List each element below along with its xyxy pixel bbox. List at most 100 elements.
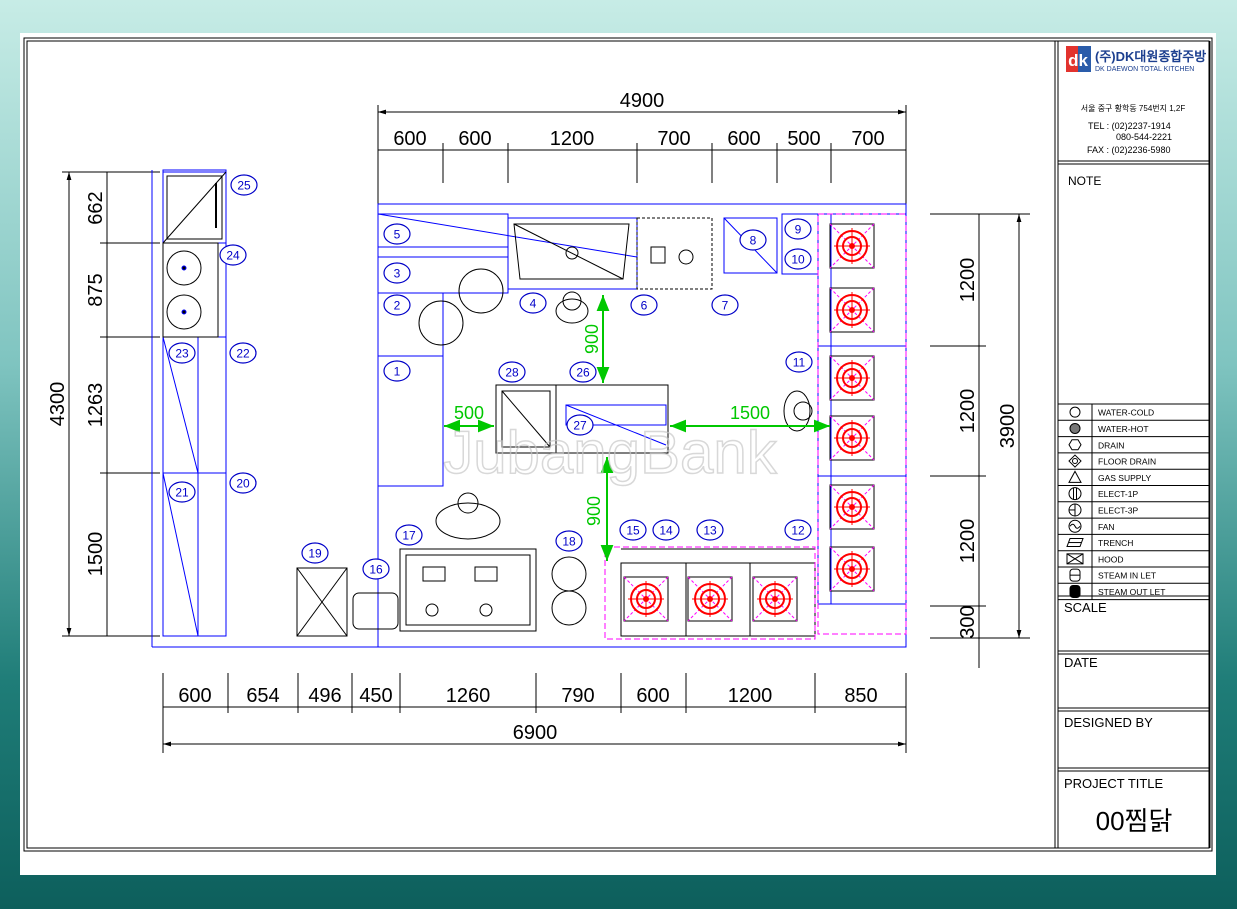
dim-left-total: 4300 [47, 382, 69, 427]
steam-in-let-icon [1069, 568, 1081, 582]
item-number: 13 [703, 524, 717, 538]
item-number: 5 [394, 228, 401, 242]
item-balloon: 4 [519, 292, 547, 314]
dim-top-1: 600 [458, 128, 491, 150]
scale-label: SCALE [1064, 600, 1107, 615]
clearance-labels: 900 500 1500 900 [454, 324, 770, 526]
clearance-label-2: 1500 [730, 403, 770, 423]
outer-border [23, 37, 1213, 852]
item-number: 22 [236, 347, 250, 361]
floor-drain-icon [1068, 454, 1082, 468]
item-number: 16 [369, 563, 383, 577]
date-label: DATE [1064, 655, 1098, 670]
dim-top-4: 600 [727, 128, 760, 150]
water-hot-icon [1069, 422, 1081, 434]
project-title: 00찜닭 [1096, 806, 1173, 836]
legend-label: TRENCH [1098, 538, 1133, 548]
burner-icon [752, 576, 798, 622]
item-balloon: 10 [784, 248, 812, 270]
dim-bottom-6: 600 [636, 685, 669, 707]
legend-label: GAS SUPPLY [1098, 473, 1152, 483]
item-number: 10 [791, 253, 805, 267]
dim-bottom-3: 450 [359, 685, 392, 707]
item-balloon: 20 [229, 472, 257, 494]
item-balloon: 2 [383, 294, 411, 316]
legend-label: FLOOR DRAIN [1098, 457, 1156, 467]
company-address: 서울 중구 황학동 754번지 1,2F [1081, 103, 1186, 113]
item-number: 19 [308, 547, 322, 561]
item-balloon: 9 [784, 218, 812, 240]
legend-label: WATER-COLD [1098, 408, 1154, 418]
item-number: 26 [576, 366, 590, 380]
item-balloon: 17 [395, 524, 423, 546]
item-number: 7 [722, 299, 729, 313]
item-balloon: 12 [784, 519, 812, 541]
item-balloon: 13 [696, 519, 724, 541]
company-name: (주)DK대원종합주방 [1095, 49, 1206, 64]
company-tel2: 080-544-2221 [1116, 132, 1172, 142]
item-number: 8 [750, 234, 757, 248]
item-number: 3 [394, 267, 401, 281]
item-balloon: 24 [219, 244, 247, 266]
item-number: 14 [659, 524, 673, 538]
watermark: JubangBank [443, 419, 778, 486]
item-number: 23 [175, 347, 189, 361]
trench-icon [1066, 538, 1084, 548]
item-number: 11 [793, 356, 806, 370]
burner-icon [829, 415, 875, 461]
item-balloon: 6 [630, 294, 658, 316]
dim-bottom-4: 1260 [446, 685, 491, 707]
fan-icon [1068, 519, 1082, 533]
drawing-sheet: dk (주)DK대원종합주방 DK DAEWON TOTAL KITCHEN 서… [20, 33, 1216, 875]
logo-mark: dk [1068, 51, 1088, 70]
clearance-arrows [444, 295, 830, 561]
item-number: 27 [573, 419, 587, 433]
left-wall-counter [162, 169, 227, 637]
dim-bottom-1: 654 [246, 685, 279, 707]
dimension-labels: 4900 600 600 1200 700 600 500 700 600 65… [47, 90, 1019, 744]
burner-icon [623, 576, 669, 622]
burner-icon [829, 287, 875, 333]
project-title-label: PROJECT TITLE [1064, 776, 1164, 791]
legend-label: ELECT-3P [1098, 505, 1138, 515]
dim-bottom-7: 1200 [728, 685, 773, 707]
item-balloon: 1 [383, 360, 411, 382]
item-number: 17 [402, 529, 416, 543]
item-balloon: 21 [168, 481, 196, 503]
item-number: 2 [394, 299, 401, 313]
dim-bottom-total: 6900 [513, 722, 558, 744]
kitchen-layout-drawing: dk (주)DK대원종합주방 DK DAEWON TOTAL KITCHEN 서… [23, 37, 1213, 852]
elect-3p-icon [1068, 503, 1082, 517]
item-balloon: 27 [566, 414, 594, 436]
legend-label: FAN [1098, 522, 1115, 532]
dim-bottom-5: 790 [561, 685, 594, 707]
item-balloon: 11 [785, 351, 813, 373]
dim-left-3: 1500 [85, 532, 107, 577]
item-balloon: 7 [711, 294, 739, 316]
item-number: 25 [237, 179, 251, 193]
dim-right-total: 3900 [997, 404, 1019, 449]
item-number: 4 [530, 297, 537, 311]
dim-right-2: 1200 [957, 519, 979, 564]
dim-bottom-2: 496 [308, 685, 341, 707]
floor-plan [151, 169, 907, 648]
item-number: 21 [175, 486, 189, 500]
item-number: 15 [626, 524, 640, 538]
note-label: NOTE [1068, 174, 1101, 188]
burner-icon [687, 576, 733, 622]
dim-bottom-8: 850 [844, 685, 877, 707]
item-number: 12 [791, 524, 805, 538]
company-fax: FAX : (02)2236-5980 [1087, 145, 1171, 155]
legend-label: DRAIN [1098, 440, 1124, 450]
item-number: 9 [795, 223, 802, 237]
dim-left-0: 662 [85, 191, 107, 224]
company-tel: TEL : (02)2237-1914 [1088, 121, 1171, 131]
item-balloon: 25 [230, 174, 258, 196]
dim-top-6: 700 [851, 128, 884, 150]
dim-top-0: 600 [393, 128, 426, 150]
inner-border [26, 40, 1210, 849]
burner-icon [829, 355, 875, 401]
dim-right-0: 1200 [957, 258, 979, 303]
